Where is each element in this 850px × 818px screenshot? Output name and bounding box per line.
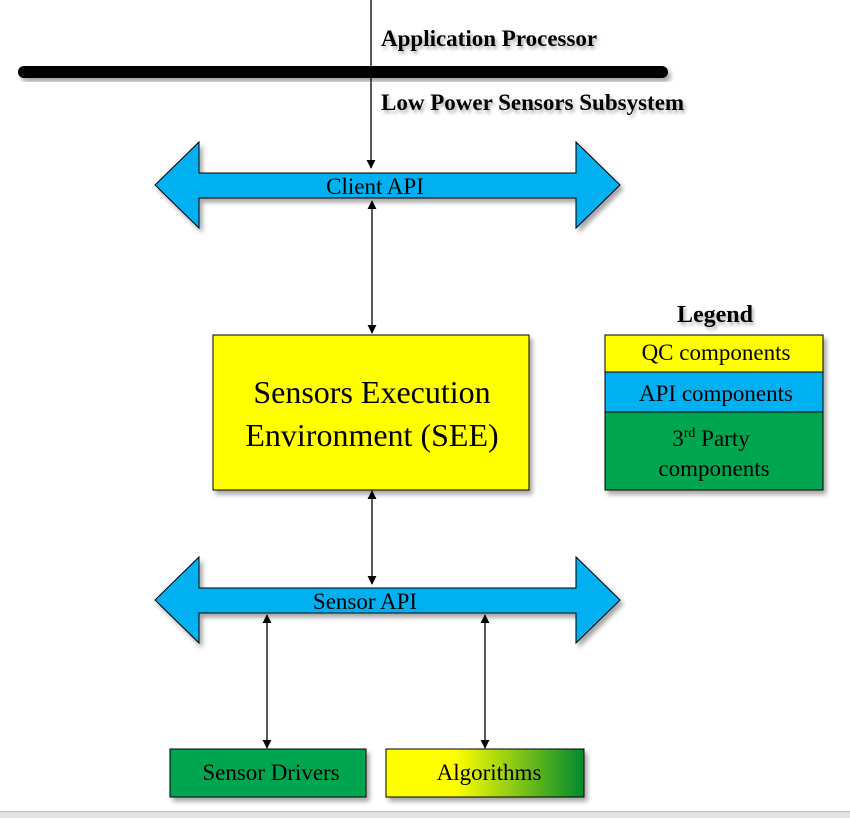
- window-bottom-edge: [0, 811, 850, 818]
- see-label-line1: Sensors Execution: [253, 374, 490, 410]
- legend-qc-swatch: [604, 334, 824, 373]
- client-api-label: Client API: [326, 174, 424, 199]
- sensor-api-arrow: [154, 555, 621, 645]
- legend-title: Legend: [677, 302, 754, 328]
- legend-api-label: API components: [639, 381, 793, 406]
- sensor-api-label: Sensor API: [313, 589, 417, 614]
- algorithms-box: [385, 748, 585, 798]
- low-power-subsystem-label: Low Power Sensors Subsystem: [381, 90, 684, 115]
- legend-third-party-label-line1: 3rd Party: [672, 426, 750, 451]
- sensor-drivers-box: [169, 748, 367, 798]
- algorithms-label: Algorithms: [437, 760, 542, 785]
- see-label-line2: Environment (SEE): [245, 417, 498, 453]
- sensor-drivers-label: Sensor Drivers: [202, 760, 339, 785]
- application-processor-label: Application Processor: [381, 26, 597, 51]
- legend-third-party-label-line2: components: [658, 456, 769, 481]
- legend-third-party-swatch: [604, 411, 824, 491]
- processor-bus: [18, 66, 668, 78]
- legend-qc-label: QC components: [642, 340, 791, 365]
- legend-api-swatch: [604, 371, 824, 413]
- legend: Legend QC components API components 3rd …: [604, 302, 824, 491]
- client-api-arrow: [154, 140, 621, 230]
- see-box: [212, 334, 530, 491]
